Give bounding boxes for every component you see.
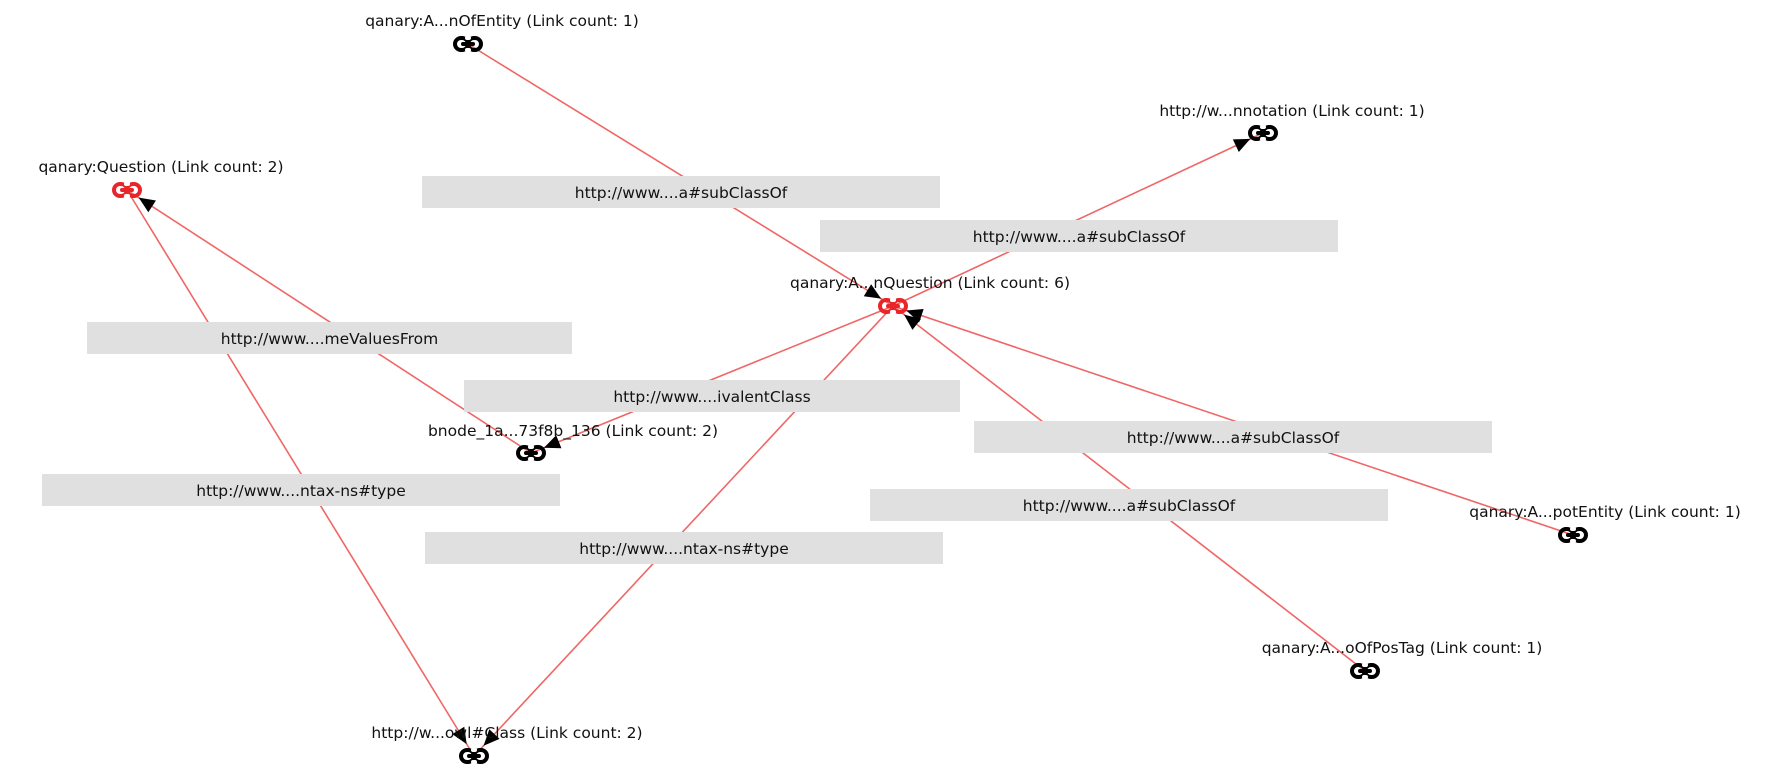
edge-label-e7[interactable]: http://www....a#subClassOf — [974, 421, 1492, 453]
edge-e8[interactable] — [892, 305, 1366, 672]
link-icon[interactable] — [1558, 527, 1588, 543]
node-n3[interactable]: qanary:Question (Link count: 2) — [38, 158, 284, 198]
edge-label-box[interactable] — [464, 380, 960, 412]
node-label: http://w...nnotation (Link count: 1) — [1159, 102, 1424, 120]
node-n5[interactable]: bnode_1a...73f8b_136 (Link count: 2) — [428, 422, 718, 461]
node-n2[interactable]: http://w...nnotation (Link count: 1) — [1159, 102, 1425, 141]
edge-line[interactable] — [126, 189, 532, 454]
edge-e3[interactable] — [126, 189, 532, 454]
edge-line[interactable] — [467, 43, 894, 307]
edge-e5[interactable] — [126, 189, 475, 757]
edge-label-e2[interactable]: http://www....a#subClassOf — [820, 220, 1338, 252]
edge-line[interactable] — [892, 305, 1574, 536]
edge-label-box[interactable] — [42, 474, 560, 506]
node-label: qanary:Question (Link count: 2) — [38, 158, 283, 176]
edge-label-text: http://www....a#subClassOf — [973, 228, 1186, 246]
edge-e6[interactable] — [473, 305, 894, 757]
node-label: qanary:A...oOfPosTag (Link count: 1) — [1262, 639, 1543, 657]
edge-label-text: http://www....ntax-ns#type — [579, 540, 788, 558]
node-label: bnode_1a...73f8b_136 (Link count: 2) — [428, 422, 718, 441]
node-n6[interactable]: qanary:A...potEntity (Link count: 1) — [1469, 503, 1741, 543]
node-label: qanary:A...nQuestion (Link count: 6) — [790, 274, 1070, 292]
edge-label-box[interactable] — [422, 176, 940, 208]
node-n4[interactable]: qanary:A...nQuestion (Link count: 6) — [790, 274, 1070, 314]
edge-label-box[interactable] — [974, 421, 1492, 453]
edge-line[interactable] — [892, 305, 1366, 672]
edge-label-box[interactable] — [820, 220, 1338, 252]
edge-label-e1[interactable]: http://www....a#subClassOf — [422, 176, 940, 208]
link-icon[interactable] — [1248, 125, 1278, 141]
node-label: qanary:A...nOfEntity (Link count: 1) — [365, 12, 639, 30]
edge-labels-layer: http://www....a#subClassOf http://www....… — [42, 176, 1492, 564]
link-icon[interactable] — [112, 182, 142, 198]
link-icon[interactable] — [1350, 663, 1380, 679]
edge-label-box[interactable] — [87, 322, 572, 354]
link-icon[interactable] — [453, 36, 483, 52]
edge-e1[interactable] — [467, 43, 894, 307]
link-icon[interactable] — [459, 748, 489, 764]
node-label: qanary:A...potEntity (Link count: 1) — [1469, 503, 1741, 521]
edge-label-text: http://www....ivalentClass — [613, 388, 810, 406]
edge-line[interactable] — [473, 305, 894, 757]
edge-label-e6[interactable]: http://www....ntax-ns#type — [425, 532, 943, 564]
edge-label-e5[interactable]: http://www....ntax-ns#type — [42, 474, 560, 506]
arrowhead-icon — [483, 729, 500, 746]
edge-label-text: http://www....a#subClassOf — [1023, 497, 1236, 515]
link-icon[interactable] — [516, 445, 546, 461]
arrowhead-icon — [543, 435, 562, 449]
node-n8[interactable]: http://w...owl#Class (Link count: 2) — [371, 724, 643, 764]
edge-label-text: http://www....meValuesFrom — [221, 330, 438, 348]
edge-line[interactable] — [892, 132, 1264, 307]
arrowhead-icon — [452, 726, 467, 745]
edge-label-text: http://www....a#subClassOf — [1127, 429, 1340, 447]
link-icon[interactable] — [878, 298, 908, 314]
nodes-layer: qanary:A...nOfEntity (Link count: 1) http… — [38, 12, 1741, 764]
edge-label-text: http://www....ntax-ns#type — [196, 482, 405, 500]
arrowhead-icon — [138, 197, 156, 213]
edge-e2[interactable] — [892, 132, 1264, 307]
edge-line[interactable] — [126, 189, 475, 757]
edge-label-box[interactable] — [870, 489, 1388, 521]
node-n7[interactable]: qanary:A...oOfPosTag (Link count: 1) — [1262, 639, 1543, 679]
edge-label-e3[interactable]: http://www....meValuesFrom — [87, 322, 572, 354]
arrowhead-icon — [904, 314, 922, 330]
edge-label-box[interactable] — [425, 532, 943, 564]
arrowhead-icon — [1232, 138, 1251, 153]
node-n1[interactable]: qanary:A...nOfEntity (Link count: 1) — [365, 12, 639, 52]
edge-e4[interactable] — [530, 305, 894, 454]
arrowhead-icon — [863, 284, 882, 299]
edge-label-text: http://www....a#subClassOf — [575, 184, 788, 202]
edge-label-e4[interactable]: http://www....ivalentClass — [464, 380, 960, 412]
edge-line[interactable] — [530, 305, 894, 454]
edge-label-e8[interactable]: http://www....a#subClassOf — [870, 489, 1388, 521]
node-label: http://w...owl#Class (Link count: 2) — [371, 724, 642, 742]
edges-layer — [126, 43, 1574, 757]
